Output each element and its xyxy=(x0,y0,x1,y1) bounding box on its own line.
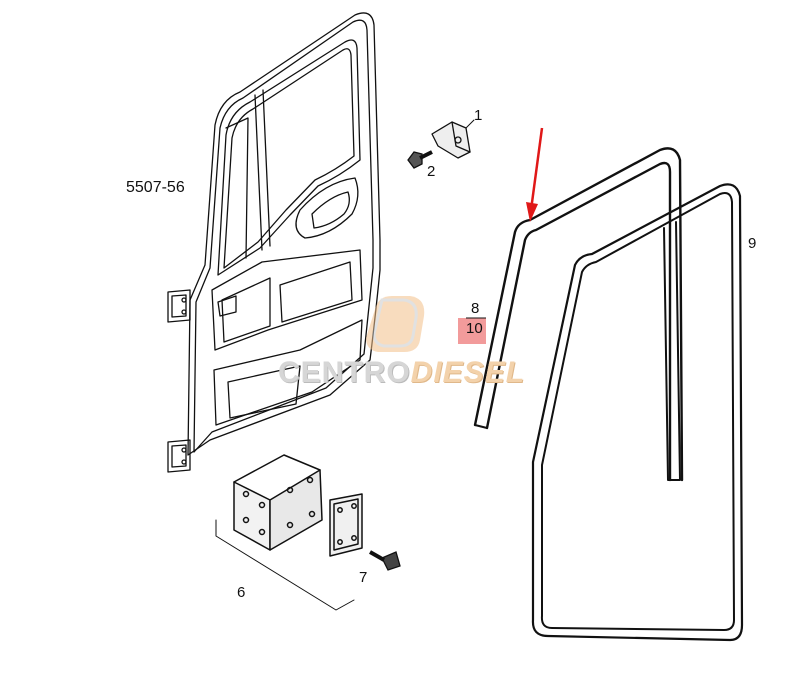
watermark-text: CENTRODIESEL xyxy=(278,356,525,390)
part-9-glass-seal xyxy=(531,183,744,642)
label-part-8: 8 xyxy=(471,300,480,317)
label-door-code: 5507-56 xyxy=(126,179,185,196)
part-1-clip xyxy=(431,121,471,159)
red-arrow-indicator xyxy=(526,127,544,222)
upper-hinge xyxy=(167,289,191,323)
part-7-bolt xyxy=(369,550,401,571)
part-2-screw xyxy=(407,150,433,169)
label-part-10: 10 xyxy=(466,320,483,337)
watermark-part-b: DIESEL xyxy=(410,356,526,389)
label-part-2: 2 xyxy=(427,163,436,180)
label-part-1: 1 xyxy=(474,107,483,124)
label-part-7: 7 xyxy=(359,569,368,586)
highlight-box-10 xyxy=(458,318,486,344)
label-part-9: 9 xyxy=(748,235,757,252)
lower-hinge xyxy=(167,439,191,473)
leader-1 xyxy=(465,119,475,129)
group-bracket-6 xyxy=(215,519,355,611)
part-6-plate xyxy=(329,493,363,557)
part-6-bracket xyxy=(233,454,323,551)
door-panel xyxy=(187,12,381,456)
label-part-6: 6 xyxy=(237,584,246,601)
part-8-channel-seal xyxy=(473,147,684,482)
watermark-part-a: CENTRO xyxy=(278,356,411,389)
watermark-logo xyxy=(366,296,425,352)
